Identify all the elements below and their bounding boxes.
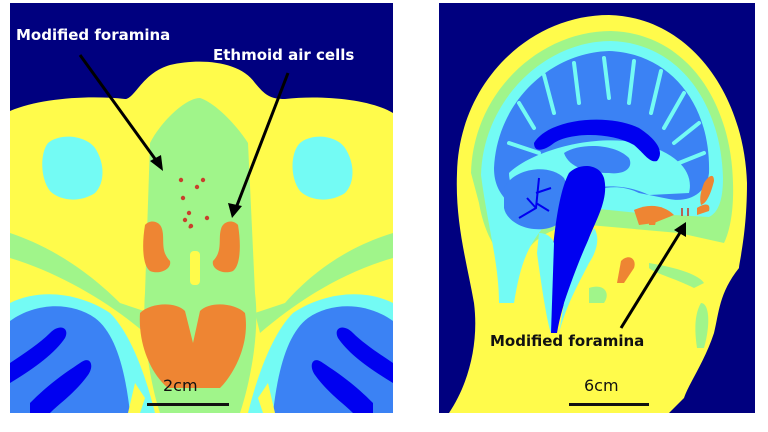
axial-segmentation-image xyxy=(10,3,393,413)
ethmoid-air-cells-label: Ethmoid air cells xyxy=(213,46,355,64)
scale-bar-text: 6cm xyxy=(584,376,619,395)
scale-bar-text: 2cm xyxy=(163,376,198,395)
axial-slice-panel: Modified foramina Ethmoid air cells 2cm xyxy=(10,3,393,413)
annotation-arrow xyxy=(619,222,686,329)
foramina-marks xyxy=(681,208,689,216)
modified-foramina-label: Modified foramina xyxy=(16,26,171,44)
modified-foramina-label: Modified foramina xyxy=(490,332,645,350)
scale-bar xyxy=(147,403,229,406)
annotation-arrows xyxy=(78,54,290,218)
scale-bar xyxy=(569,403,649,406)
sagittal-segmentation-image xyxy=(439,3,755,413)
foramina-dots xyxy=(178,177,210,229)
sagittal-slice-panel: Modified foramina 6cm xyxy=(439,3,755,413)
